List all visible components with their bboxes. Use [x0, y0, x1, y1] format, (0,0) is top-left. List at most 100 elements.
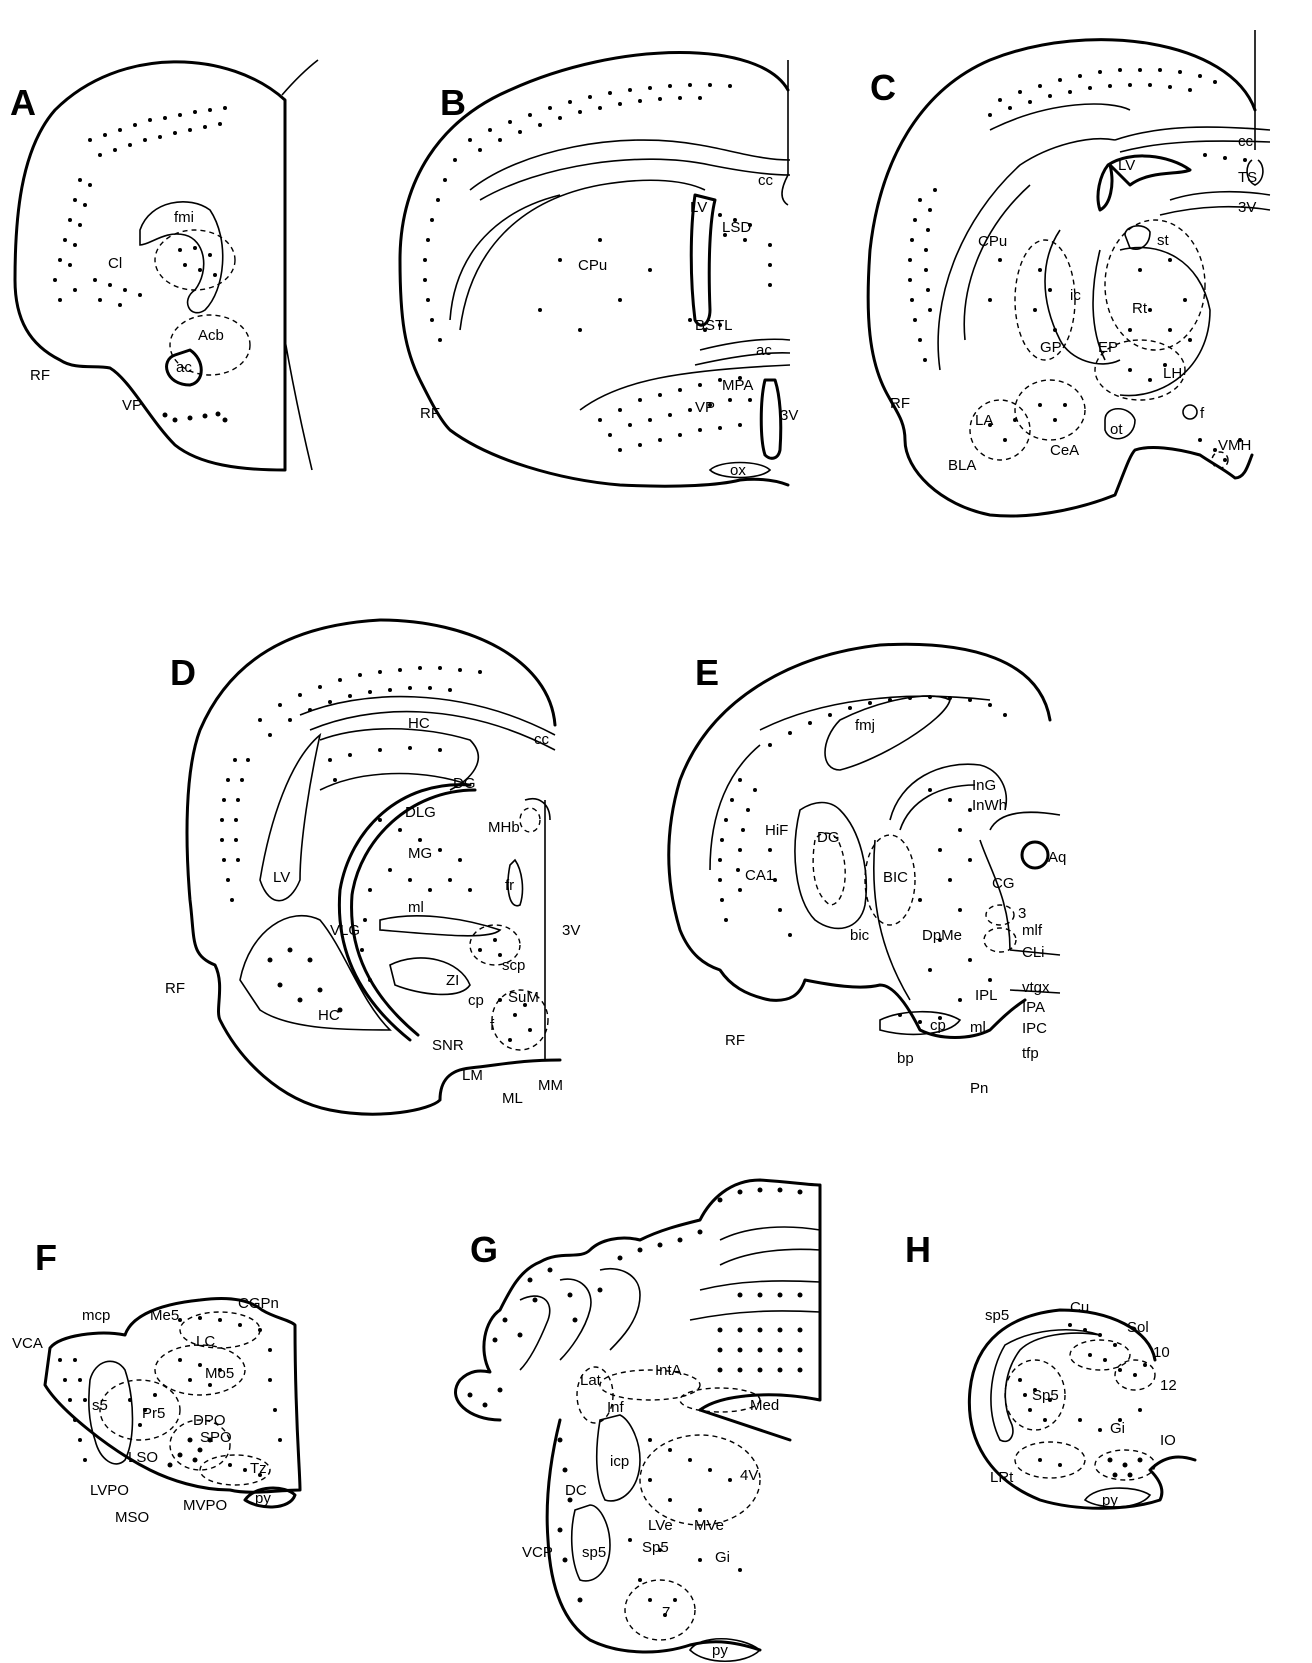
- panel-a-letter: A: [10, 82, 36, 123]
- panel-c-label-ep: EP: [1098, 339, 1118, 356]
- panel-g-letter: G: [470, 1229, 498, 1270]
- panel-f-label-lc: LC: [196, 1333, 215, 1350]
- panel-b-label-bstl: BSTL: [695, 317, 733, 334]
- panel-e-outline: [669, 644, 1050, 1037]
- panel-b-label-cc: cc: [758, 172, 774, 189]
- panel-a-outline: [15, 62, 285, 470]
- panel-e-right-edge: [980, 812, 1060, 993]
- panel-c-label-lh: LH: [1163, 365, 1182, 382]
- panel-h-lrt-region: [1015, 1442, 1085, 1478]
- panel-e-label-ing: InG: [972, 777, 996, 794]
- panel-f-label-tz: Tz: [250, 1460, 267, 1477]
- panel-e-letter: E: [695, 652, 719, 693]
- panel-c-label-ts: TS: [1238, 169, 1257, 186]
- panel-a-label-cl: Cl: [108, 255, 122, 272]
- panel-f-label-me5: Me5: [150, 1307, 179, 1324]
- panel-g-folia-1: [520, 1269, 640, 1370]
- panel-d-label-sum: SuM: [508, 989, 539, 1006]
- panel-e-label-aq: Aq: [1048, 849, 1066, 866]
- panel-f-me5-region: [180, 1312, 260, 1348]
- panel-d-label-vlg: VLG: [330, 922, 360, 939]
- panel-e-label-3: 3: [1018, 905, 1026, 922]
- panel-e-label-ipc: IPC: [1022, 1020, 1047, 1037]
- panel-h-sp5-tract: [991, 1330, 1100, 1442]
- panel-e-dg: [795, 803, 866, 929]
- panel-g-label-mve: MVe: [694, 1517, 724, 1534]
- panel-d-ml: [380, 916, 500, 936]
- panel-h-label-12: 12: [1160, 1377, 1177, 1394]
- panel-g-label-inf: Inf: [607, 1399, 625, 1416]
- panel-a-label-rf: RF: [30, 367, 50, 384]
- panel-e-label-ipa: IPA: [1022, 999, 1045, 1016]
- panel-c-cortex-inner: [938, 104, 1130, 370]
- panel-a-label-ac: ac: [176, 359, 192, 376]
- panel-h: H Cu sp5 Sol 10 12 Sp5 Gi IO LRt py: [905, 1229, 1195, 1509]
- panel-e: E fmj InG InWh HiF DG Aq CA1 BIC CG 3 ml…: [669, 644, 1067, 1097]
- panel-g-label-dc: DC: [565, 1482, 587, 1499]
- panel-g-label-py: py: [712, 1642, 728, 1659]
- panel-d-label-scp: scp: [502, 957, 525, 974]
- panel-g-label-vcp: VCP: [522, 1544, 553, 1561]
- panel-c-label-lv: LV: [1118, 157, 1135, 174]
- panel-g-sp5: [572, 1505, 610, 1581]
- panel-c-label-bla: BLA: [948, 457, 976, 474]
- panel-c-thalamus: [1093, 248, 1210, 396]
- panel-d-label-fr: fr: [505, 877, 514, 894]
- panel-e-label-cli: CLi: [1022, 944, 1045, 961]
- panel-h-label-cu: Cu: [1070, 1299, 1089, 1316]
- panel-e-label-bic: BIC: [883, 869, 908, 886]
- panel-c-label-gp: GP: [1040, 339, 1062, 356]
- panel-f: F mcp Me5 CGPn LC VCA Mo5 s5 Pr5 DPO SPO…: [12, 1237, 300, 1526]
- panel-f-label-s5: s5: [92, 1397, 108, 1414]
- panel-e-label-dg: DG: [817, 829, 840, 846]
- panel-f-pr5-region: [100, 1380, 180, 1440]
- panel-b-lower: [580, 365, 790, 410]
- panel-c-rt-region: [1105, 220, 1205, 350]
- panel-g-label-inta: IntA: [655, 1362, 682, 1379]
- panel-c-label-cea: CeA: [1050, 442, 1079, 459]
- panel-c-label-3v: 3V: [1238, 199, 1256, 216]
- panel-d-letter: D: [170, 652, 196, 693]
- panel-h-letter: H: [905, 1229, 931, 1270]
- panel-e-aq: [1022, 842, 1048, 868]
- panel-e-label-bp: bp: [897, 1050, 914, 1067]
- panel-d-label-snr: SNR: [432, 1037, 464, 1054]
- panel-c-midline: [1247, 30, 1263, 185]
- panel-b-label-ac: ac: [756, 342, 772, 359]
- panel-e-label-rf: RF: [725, 1032, 745, 1049]
- panel-c-label-cc: cc: [1238, 133, 1254, 150]
- panel-h-label-lrt: LRt: [990, 1469, 1014, 1486]
- panel-b-label-ox: ox: [730, 462, 746, 479]
- panel-d-label-mhb: MHb: [488, 819, 520, 836]
- panel-h-label-io: IO: [1160, 1432, 1176, 1449]
- panel-g-label-med: Med: [750, 1397, 779, 1414]
- panel-f-label-mo5: Mo5: [205, 1365, 234, 1382]
- panel-g-label-lat: Lat: [580, 1372, 602, 1389]
- panel-d-outline: [187, 620, 560, 1114]
- panel-f-letter: F: [35, 1237, 57, 1278]
- panel-g: G IntA Lat Inf Med icp 4V DC: [456, 1180, 820, 1661]
- panel-h-label-sol: Sol: [1127, 1319, 1149, 1336]
- panel-d-label-dg: DG: [453, 775, 476, 792]
- panel-d-label-mg: MG: [408, 845, 432, 862]
- panel-b-letter: B: [440, 82, 466, 123]
- panel-c-bla-region: [970, 400, 1030, 460]
- panel-d-label-hc-bottom: HC: [318, 1007, 340, 1024]
- panel-g-label-sp5-upper: Sp5: [642, 1539, 669, 1556]
- panel-h-label-py: py: [1102, 1492, 1118, 1509]
- panel-e-fmj: [825, 696, 950, 770]
- panel-e-3-region: [986, 905, 1014, 925]
- panel-e-cli-region: [984, 928, 1016, 952]
- panel-d-label-zi: ZI: [446, 972, 459, 989]
- panel-f-label-vca: VCA: [12, 1335, 43, 1352]
- panel-c-letter: C: [870, 67, 896, 108]
- panel-b-label-lv: LV: [690, 199, 707, 216]
- panel-e-label-inwh: InWh: [972, 797, 1007, 814]
- panel-b-inner-cortex: [450, 180, 705, 330]
- panel-h-sol-region: [1070, 1340, 1130, 1370]
- panel-b: B cc LV LSD CPu BSTL ac MPA VP 3V ox R: [400, 53, 798, 487]
- panel-d-label-ml-bottom: ML: [502, 1090, 523, 1107]
- panel-c: C cc TS LV 3V s: [868, 30, 1270, 516]
- panel-e-label-cg: CG: [992, 875, 1015, 892]
- panel-h-label-sp5-tract: sp5: [985, 1307, 1009, 1324]
